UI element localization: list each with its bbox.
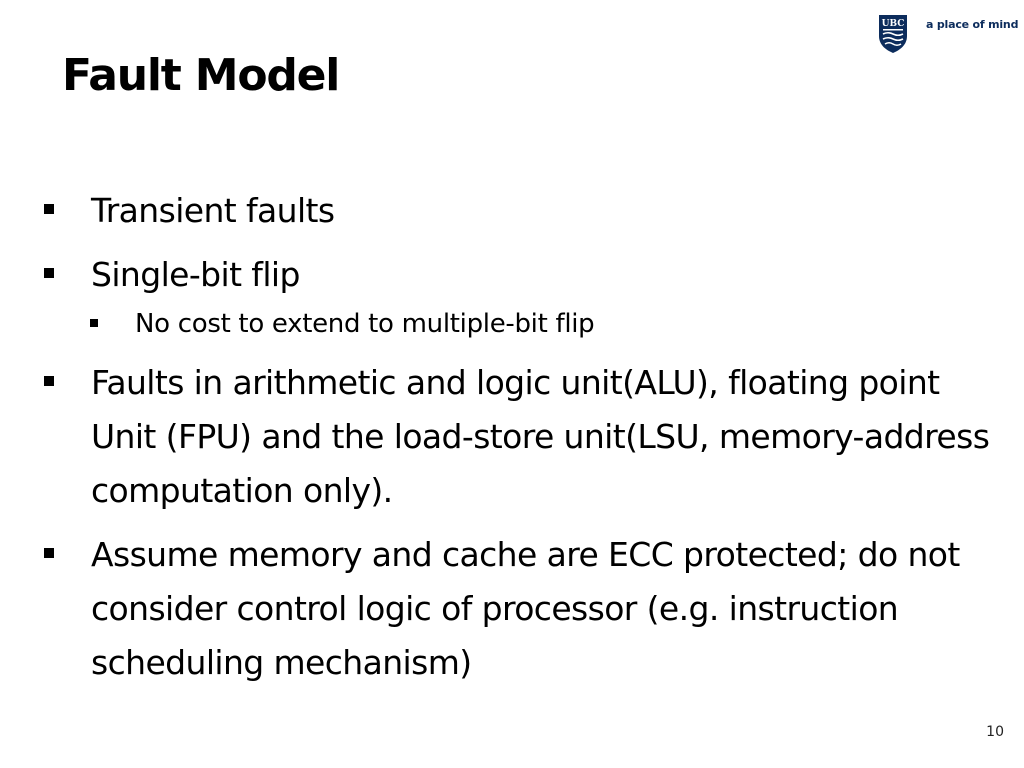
- sub-bullet-text: No cost to extend to multiple-bit flip: [135, 309, 595, 339]
- bullet-text: Transient faults: [91, 191, 335, 230]
- bullet-item: Assume memory and cache are ECC protecte…: [40, 528, 1000, 690]
- logo-tagline: a place of mind: [926, 18, 1019, 31]
- square-bullet-icon: [90, 319, 98, 327]
- slide-title: Fault Model: [62, 50, 340, 101]
- square-bullet-icon: [44, 548, 54, 558]
- bullet-item: Transient faults: [40, 184, 1000, 238]
- ubc-shield-icon: UBC: [879, 15, 907, 53]
- square-bullet-icon: [44, 376, 54, 386]
- bullet-item: Single-bit flip: [40, 248, 1000, 302]
- bullet-text: Single-bit flip: [91, 255, 300, 294]
- page-number: 10: [986, 724, 1004, 740]
- bullet-text: Assume memory and cache are ECC protecte…: [91, 535, 960, 682]
- square-bullet-icon: [44, 204, 54, 214]
- bullet-text: Faults in arithmetic and logic unit(ALU)…: [91, 363, 990, 510]
- bullet-list: Transient faults Single-bit flip No cost…: [40, 184, 1000, 690]
- bullet-item: Faults in arithmetic and logic unit(ALU)…: [40, 356, 1000, 518]
- shield-text: UBC: [882, 19, 905, 29]
- sub-bullet-item: No cost to extend to multiple-bit flip: [40, 304, 1000, 344]
- square-bullet-icon: [44, 268, 54, 278]
- ubc-logo: UBC a place of mind: [878, 14, 1018, 56]
